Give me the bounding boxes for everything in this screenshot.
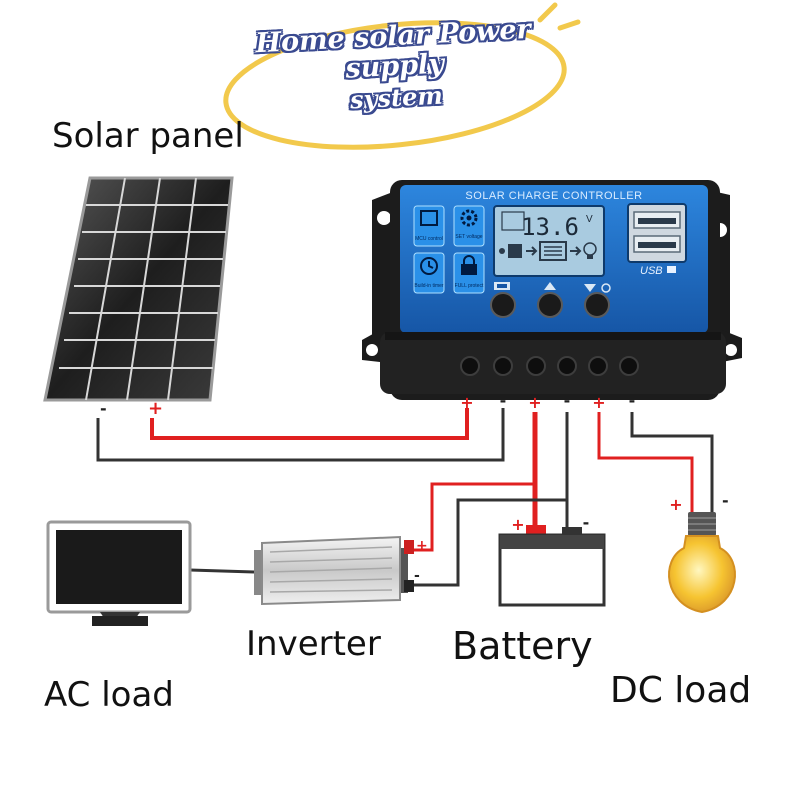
battery-label: Battery: [452, 624, 593, 668]
up-button[interactable]: [537, 292, 563, 318]
usb-label: USB: [640, 265, 663, 277]
bulb-minus-sign: -: [722, 491, 729, 510]
solar-positive-wire: [150, 408, 469, 440]
inverter-minus-sign: -: [414, 568, 420, 584]
lock-icon: [461, 255, 477, 275]
inverter-plus-sign: +: [416, 538, 428, 554]
clock-icon: [420, 257, 438, 275]
battery-icon: [498, 525, 606, 607]
bulb-plus-sign: +: [669, 495, 682, 514]
control-buttons: [494, 282, 611, 293]
down-button[interactable]: [584, 292, 610, 318]
usb-battery-glyph: [667, 266, 676, 273]
monitor-icon: [46, 520, 192, 626]
badge-full-label: FULL protect: [455, 283, 484, 289]
solar-panel-plus: +: [148, 398, 163, 419]
inverter-negative-wire: [408, 498, 567, 587]
solar-panel-minus: -: [100, 399, 107, 418]
sun-icon: [499, 248, 505, 254]
inverter-label: Inverter: [246, 624, 381, 664]
load-positive-wire: [597, 412, 694, 520]
ac-load-wire: [189, 568, 255, 574]
inverter-icon: [254, 535, 414, 606]
battery-plus-sign: +: [511, 515, 524, 534]
inverter-positive-wire: [408, 482, 535, 552]
terminal-load-minus: -: [629, 391, 636, 410]
badge-mcu-label: MCU control: [415, 236, 443, 242]
badge-timer-label: Build-in timer: [414, 283, 444, 289]
lcd-screen: [493, 205, 605, 277]
terminal-battery-plus: +: [528, 393, 541, 412]
ac-load-label: AC load: [44, 675, 174, 715]
terminal-solar-plus: +: [460, 393, 473, 412]
title-ring: [223, 2, 581, 150]
lcd-voltage-value: 13.6: [521, 213, 579, 241]
terminal-solar-minus: -: [500, 391, 507, 410]
usb-port-icon: [627, 203, 687, 263]
lcd-voltage-unit: V: [586, 214, 593, 225]
dc-load-label: DC load: [610, 670, 752, 711]
light-bulb-icon: [668, 512, 736, 614]
battery-minus-sign: -: [583, 513, 590, 532]
solar-panel-icon: [43, 176, 234, 402]
controller-header: SOLAR CHARGE CONTROLLER: [465, 190, 642, 202]
menu-button[interactable]: [490, 292, 516, 318]
lcd-bulb-icon: [583, 242, 597, 259]
solar-negative-wire: [96, 408, 505, 462]
badge-set-label: SET voltage: [455, 234, 482, 240]
terminal-load-plus: +: [592, 393, 605, 412]
load-negative-wire: [630, 412, 714, 520]
terminal-battery-minus: -: [564, 391, 571, 410]
diagram-title: Home solar Power supply system: [203, 12, 588, 132]
solar-panel-label: Solar panel: [52, 116, 244, 156]
gear-icon: [460, 209, 478, 227]
